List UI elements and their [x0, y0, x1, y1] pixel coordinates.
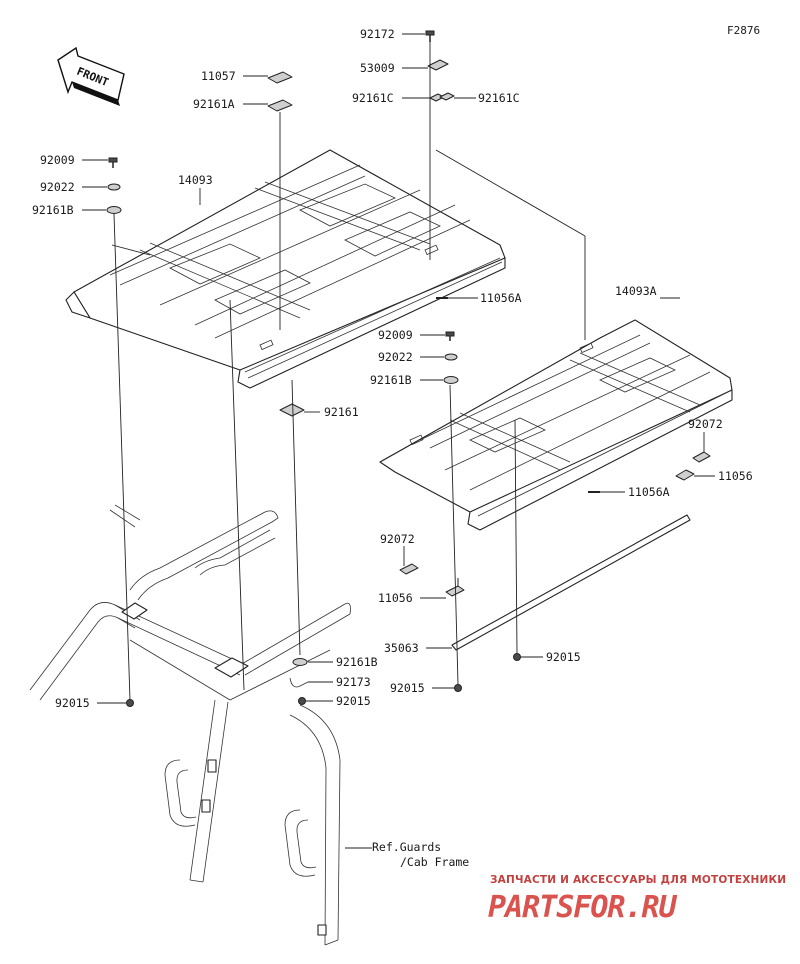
part-92161b-washer-low — [292, 658, 308, 666]
watermark-tagline: ЗАПЧАСТИ И АКСЕССУАРЫ ДЛЯ МОТОТЕХНИКИ — [490, 874, 786, 886]
leader-lines — [82, 33, 715, 849]
part-53009-pad — [427, 59, 449, 71]
label-92022-mid: 92022 — [378, 350, 413, 364]
callout-labels: 92172 53009 92161C 92161C 11057 92161A 9… — [32, 27, 753, 869]
part-92161a-pad — [267, 99, 293, 112]
label-92161b-mid: 92161B — [370, 373, 412, 387]
label-53009: 53009 — [360, 61, 395, 75]
label-11056-right: 11056 — [718, 469, 753, 483]
part-92161-pad — [279, 403, 305, 417]
roof-panel-rear-14093a — [379, 319, 733, 531]
part-92015-nut-mid — [454, 684, 462, 692]
part-92161c-pads — [429, 92, 455, 102]
part-92161b-washer-top — [106, 206, 122, 214]
part-92015-nut-low — [298, 697, 306, 705]
part-11057-bracket — [267, 71, 293, 84]
label-14093: 14093 — [178, 173, 213, 187]
part-11056-clip-right — [675, 469, 695, 481]
part-92173-clamp — [289, 677, 309, 688]
roof-panel-front-14093 — [65, 149, 506, 389]
label-11056-left: 11056 — [378, 591, 413, 605]
label-92161b-low: 92161B — [336, 655, 378, 669]
label-92161c-right: 92161C — [478, 91, 520, 105]
label-92072-right: 92072 — [688, 417, 723, 431]
ref-text-line2: /Cab Frame — [400, 855, 469, 869]
part-92009-bolt-mid — [445, 331, 455, 341]
part-92015-nut-right — [513, 653, 521, 661]
label-35063: 35063 — [384, 641, 419, 655]
label-92015-left: 92015 — [55, 696, 90, 710]
label-92072-left: 92072 — [380, 532, 415, 546]
label-92161c-left: 92161C — [352, 91, 394, 105]
part-92022-washer-top — [107, 183, 121, 191]
label-92015-right: 92015 — [546, 650, 581, 664]
label-92015-low: 92015 — [336, 694, 371, 708]
ref-text-line1: Ref.Guards — [372, 840, 441, 854]
label-92173: 92173 — [336, 675, 371, 689]
watermark-logo: PARTSFOR.RU — [488, 890, 678, 925]
part-92172-bolt — [425, 30, 435, 42]
part-92072-clip-right — [692, 451, 711, 463]
watermark: ЗАПЧАСТИ И АКСЕССУАРЫ ДЛЯ МОТОТЕХНИКИ PA… — [488, 874, 786, 925]
label-92022-top: 92022 — [40, 180, 75, 194]
part-92072-clip-left — [399, 563, 419, 575]
label-92009-top: 92009 — [40, 153, 75, 167]
label-11056a-mid: 11056A — [628, 485, 670, 499]
part-11056-clip-left — [445, 578, 465, 597]
label-92161b-top: 92161B — [32, 203, 74, 217]
label-92009-mid: 92009 — [378, 328, 413, 342]
label-92161a: 92161A — [193, 97, 235, 111]
part-92022-washer-mid — [444, 353, 458, 361]
part-35063-strip — [451, 514, 691, 651]
figure-code: F2876 — [727, 24, 760, 37]
part-92161b-washer-mid — [443, 376, 459, 384]
label-92015-mid: 92015 — [390, 681, 425, 695]
label-14093a: 14093A — [615, 284, 657, 298]
label-11056a-top: 11056A — [480, 291, 522, 305]
front-arrow-icon: FRONT — [57, 46, 125, 106]
label-92161: 92161 — [324, 405, 359, 419]
label-11057: 11057 — [201, 69, 236, 83]
part-92015-nut-left — [126, 699, 134, 707]
cab-frame — [29, 504, 351, 946]
part-92009-bolt-top — [108, 157, 118, 168]
label-92172: 92172 — [360, 27, 395, 41]
